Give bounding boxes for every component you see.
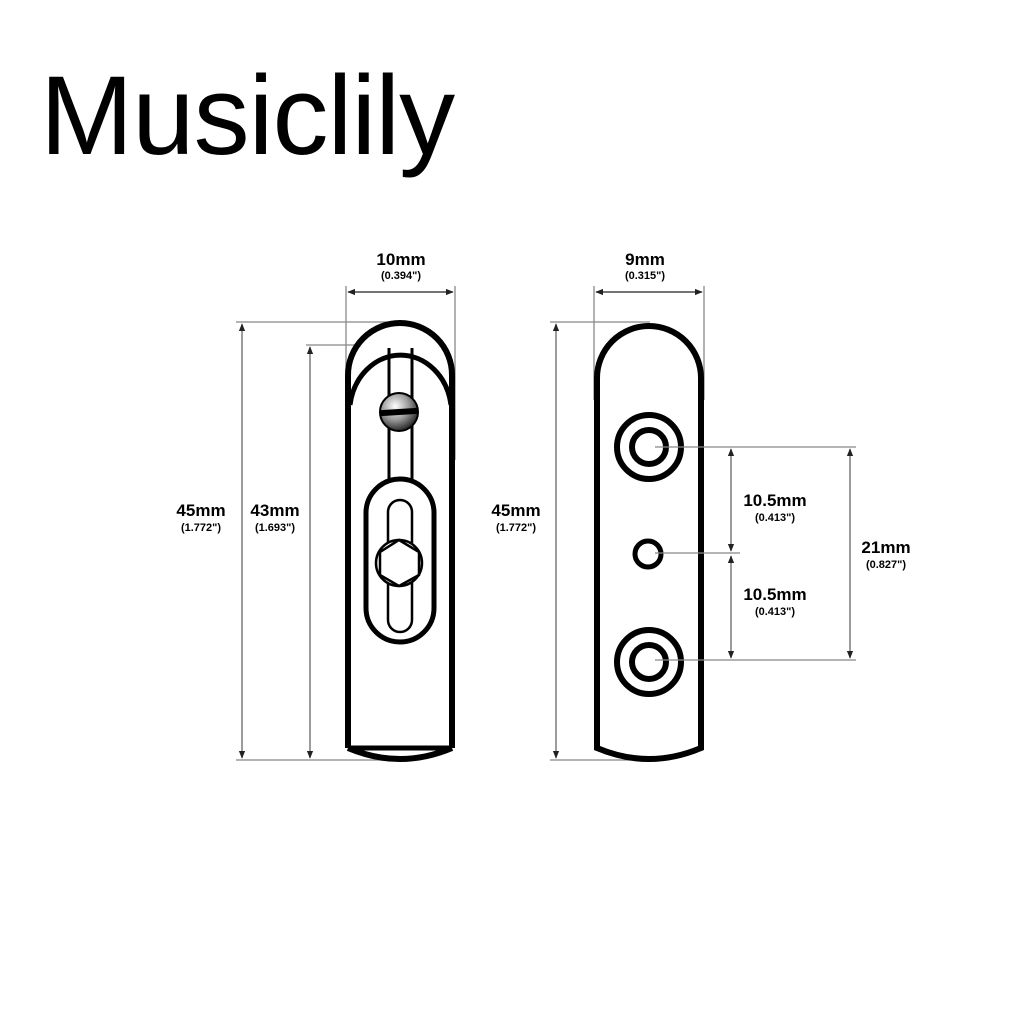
- side-overall-height-inch: (1.772"): [181, 522, 221, 534]
- front-overall-height-dimension: 45mm (1.772"): [484, 321, 650, 761]
- lower-spacing-inch: (0.413"): [755, 606, 795, 618]
- front-width-inch: (0.315"): [625, 270, 665, 282]
- lower-spacing-mm: 10.5mm: [743, 585, 806, 604]
- hole-spacing-dimension: 21mm (0.827"): [846, 448, 919, 659]
- front-width-mm: 9mm: [625, 250, 665, 269]
- side-inner-height-inch: (1.693"): [255, 522, 295, 534]
- side-width-mm: 10mm: [376, 250, 425, 269]
- side-width-inch: (0.394"): [381, 270, 421, 282]
- hex-screw-icon: [374, 538, 424, 588]
- lower-spacing-dimension: 10.5mm (0.413"): [727, 555, 820, 659]
- side-width-dimension: 10mm (0.394"): [345, 250, 456, 460]
- hole-spacing-inch: (0.827"): [866, 559, 906, 571]
- brand-title: Musiclily: [40, 53, 455, 178]
- front-overall-height-mm: 45mm: [491, 501, 540, 520]
- upper-spacing-inch: (0.413"): [755, 512, 795, 524]
- side-inner-height-dimension: 43mm (1.693"): [243, 344, 395, 759]
- side-inner-height-mm: 43mm: [250, 501, 299, 520]
- upper-spacing-dimension: 10.5mm (0.413"): [727, 448, 820, 552]
- side-overall-height-mm: 45mm: [176, 501, 225, 520]
- center-hole-icon: [632, 538, 664, 570]
- hole-spacing-mm: 21mm: [861, 538, 910, 557]
- upper-spacing-mm: 10.5mm: [743, 491, 806, 510]
- side-overall-height-dimension: 45mm (1.772"): [165, 321, 410, 761]
- front-view: 9mm (0.315") 45mm (1.772"): [484, 250, 919, 762]
- lower-countersunk-hole-icon: [614, 627, 684, 697]
- front-overall-height-inch: (1.772"): [496, 522, 536, 534]
- slotted-screw-icon: [379, 392, 419, 432]
- side-view: 10mm (0.394") 45mm (1.772") 43mm (1.693"…: [165, 250, 456, 762]
